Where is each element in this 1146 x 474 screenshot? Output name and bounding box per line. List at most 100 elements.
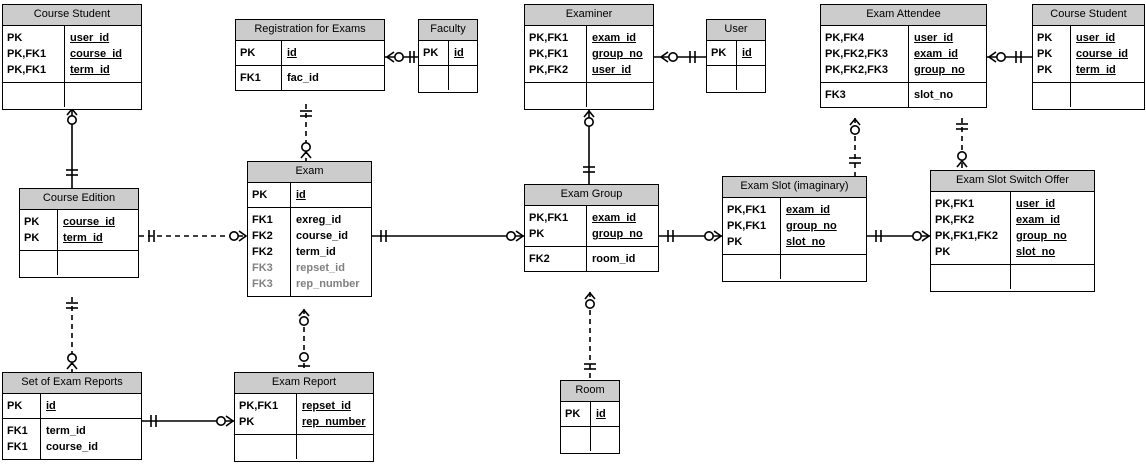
rel-attendee-examslot bbox=[849, 117, 861, 176]
rel-examiner-user bbox=[654, 51, 706, 63]
key-label: PK,FK1 bbox=[3, 46, 65, 62]
key-label: FK3 bbox=[248, 276, 291, 296]
attribute-name: group_no bbox=[592, 48, 643, 60]
attribute-name: course_id bbox=[46, 441, 98, 453]
key-label: PK bbox=[1033, 26, 1071, 46]
entity-title: Course Student bbox=[3, 5, 141, 26]
key-label: PK bbox=[20, 230, 58, 250]
entity-title: Exam bbox=[248, 162, 371, 183]
attribute-name: exam_id bbox=[1016, 214, 1061, 226]
entity-title: Faculty bbox=[419, 20, 477, 41]
key-label: PK,FK2,FK3 bbox=[821, 46, 909, 62]
rel-exam-examgroup bbox=[372, 230, 525, 242]
entity-title: Registration for Exams bbox=[236, 20, 384, 41]
attribute-name: id bbox=[287, 47, 297, 59]
key-label: FK2 bbox=[248, 244, 291, 260]
entity-title: Examiner bbox=[525, 5, 653, 26]
key-label: PK,FK1 bbox=[525, 46, 587, 62]
attribute-name: user_id bbox=[1016, 198, 1056, 210]
key-label: PK,FK1 bbox=[525, 26, 587, 46]
attribute-name: term_id bbox=[70, 64, 110, 76]
rel-coursestudent-courseedition bbox=[66, 107, 78, 188]
rel-examgroup-room bbox=[584, 291, 596, 380]
key-label: FK1 bbox=[236, 66, 282, 90]
key-label: PK bbox=[525, 226, 587, 246]
attribute-name: exam_id bbox=[786, 204, 831, 216]
key-label bbox=[235, 435, 297, 459]
key-label: PK,FK1 bbox=[931, 192, 1011, 212]
attribute-name bbox=[65, 83, 141, 107]
entity-section bbox=[20, 251, 138, 277]
attribute-name bbox=[587, 83, 653, 107]
key-label: PK bbox=[723, 234, 781, 254]
rel-examiner-examgroup bbox=[583, 109, 595, 184]
key-label: FK1 bbox=[248, 208, 291, 228]
attribute-row bbox=[1033, 83, 1144, 107]
key-label: PK,FK2,FK3 bbox=[821, 62, 909, 82]
entity-section bbox=[419, 66, 477, 92]
key-label: PK bbox=[235, 414, 297, 434]
key-label: PK,FK1,FK2 bbox=[931, 228, 1011, 244]
key-label: PK bbox=[419, 41, 449, 65]
attribute-name: group_no bbox=[786, 220, 837, 232]
attribute-name bbox=[1071, 83, 1144, 107]
attribute-name bbox=[1011, 265, 1094, 289]
attribute-name: repset_id bbox=[296, 262, 345, 274]
key-label bbox=[20, 251, 58, 275]
attribute-name: exreg_id bbox=[296, 214, 342, 226]
entity-section bbox=[561, 427, 619, 453]
attribute-name: slot_no bbox=[786, 236, 826, 248]
attribute-name bbox=[781, 255, 866, 279]
entity-title: Course Student bbox=[1033, 5, 1144, 26]
key-label: PK,FK4 bbox=[821, 26, 909, 46]
attribute-row bbox=[931, 265, 1094, 289]
attribute-row: PK,FK1 user_id bbox=[931, 192, 1094, 212]
entity-section bbox=[525, 83, 653, 109]
entity-title: Room bbox=[561, 381, 619, 402]
rel-attendee-coursestudent bbox=[987, 51, 1032, 63]
attribute-row bbox=[3, 83, 141, 107]
attribute-name: course_id bbox=[1076, 48, 1128, 60]
key-label: PK bbox=[248, 183, 291, 207]
